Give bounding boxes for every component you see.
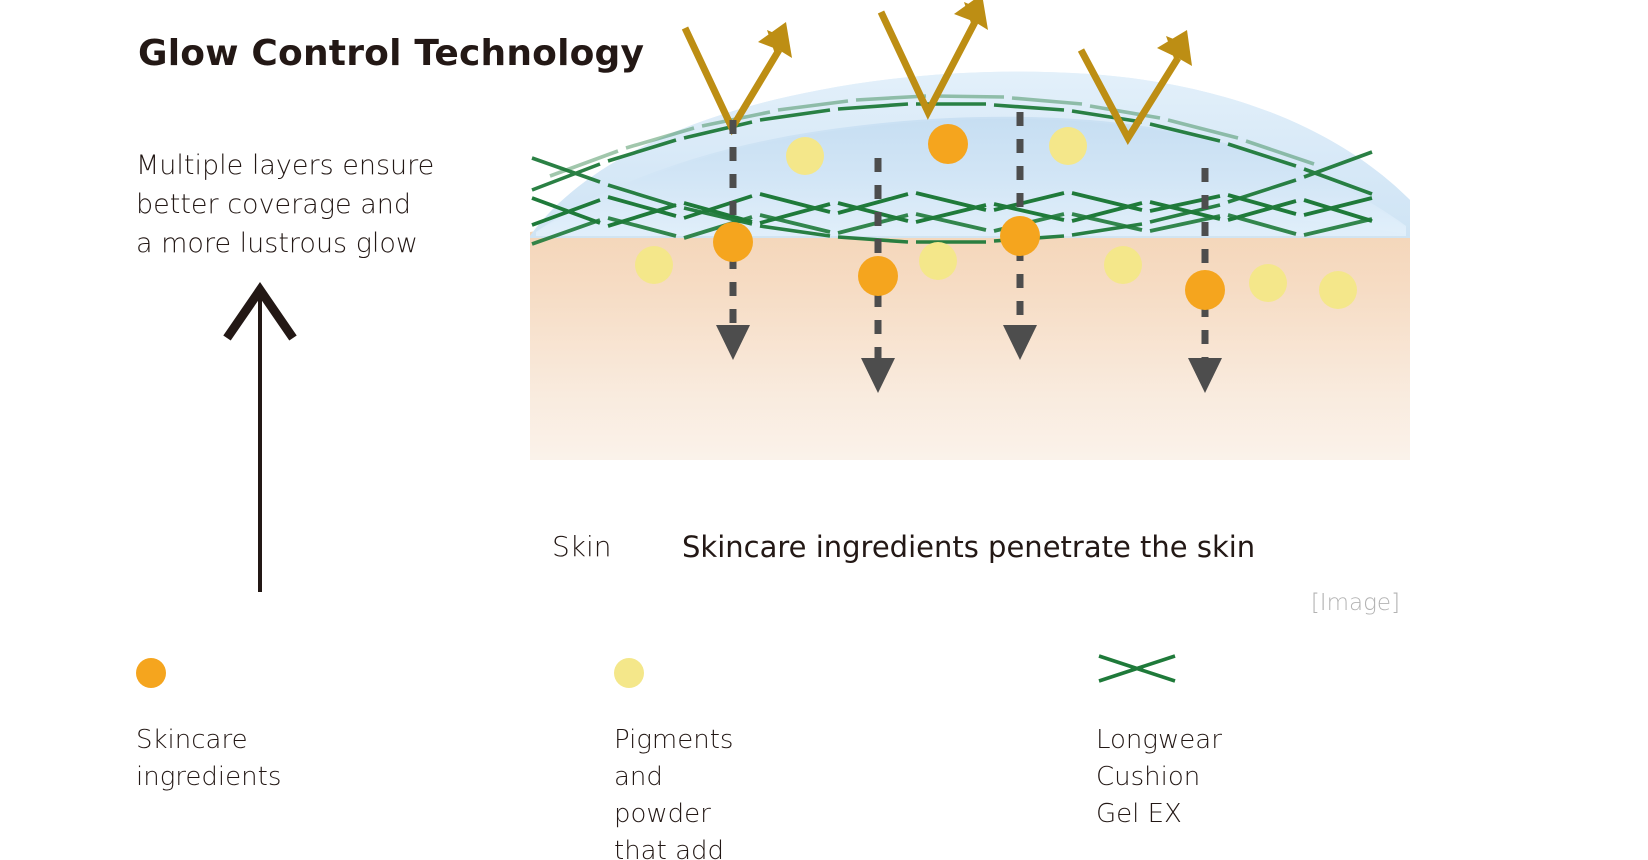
gel-mesh-lower <box>531 191 1373 246</box>
skin-layer-diagram: Skin Skincare ingredients penetrate the … <box>530 0 1410 564</box>
legend-item-longwear-cushion-gel: Longwear Cushion Gel EX <box>1096 650 1222 829</box>
skincare-dot <box>858 256 898 296</box>
gel-mesh-upper <box>531 94 1373 244</box>
pigment-dot <box>1249 264 1287 302</box>
light-ray-2 <box>877 10 979 120</box>
skin-label: Skin <box>552 530 612 563</box>
skincare-dots <box>713 124 1225 310</box>
pigment-dot <box>786 137 824 175</box>
green-cross-icon <box>1098 654 1176 683</box>
pigment-dot <box>1049 127 1087 165</box>
cushion-inner-layer <box>536 116 1406 236</box>
skincare-dot <box>928 124 968 164</box>
penetration-arrow-1 <box>716 120 750 360</box>
light-ray-3 <box>1077 48 1181 145</box>
legend-swatch <box>1096 650 1186 696</box>
skincare-dot <box>1000 216 1040 256</box>
light-ray-arrowheads <box>758 0 1192 66</box>
orange-dot-icon <box>136 658 166 688</box>
page-title: Glow Control Technology <box>138 33 645 74</box>
legend-label: Pigments and powder that add coverage <box>614 725 734 860</box>
pigment-dot <box>1319 271 1357 309</box>
legend-item-skincare-ingredients: Skincare ingredients <box>136 650 281 792</box>
legend-label: Longwear Cushion Gel EX <box>1096 725 1222 829</box>
penetration-arrow-2 <box>861 158 895 393</box>
penetrate-label: Skincare ingredients penetrate the skin <box>682 530 1255 564</box>
legend-item-pigments-powder: Pigments and powder that add coverage <box>614 650 733 860</box>
skin-layer <box>530 198 1410 460</box>
pigment-dots <box>635 127 1357 309</box>
legend-label: Skincare ingredients <box>136 725 282 792</box>
legend: Skincare ingredients Pigments and powder… <box>0 650 1648 860</box>
skincare-dot <box>713 222 753 262</box>
legend-swatch <box>614 650 704 696</box>
skincare-dot <box>1185 270 1225 310</box>
pigment-dot <box>919 242 957 280</box>
pigment-dot <box>1104 246 1142 284</box>
subtitle-text: Multiple layers ensure better coverage a… <box>136 150 435 259</box>
yellow-dot-icon <box>614 658 644 688</box>
pigment-dot <box>635 246 673 284</box>
image-caption: [Image] <box>1310 590 1400 616</box>
upward-arrow-icon <box>223 282 297 592</box>
penetration-arrow-4 <box>1188 168 1222 393</box>
legend-swatch <box>136 650 226 696</box>
